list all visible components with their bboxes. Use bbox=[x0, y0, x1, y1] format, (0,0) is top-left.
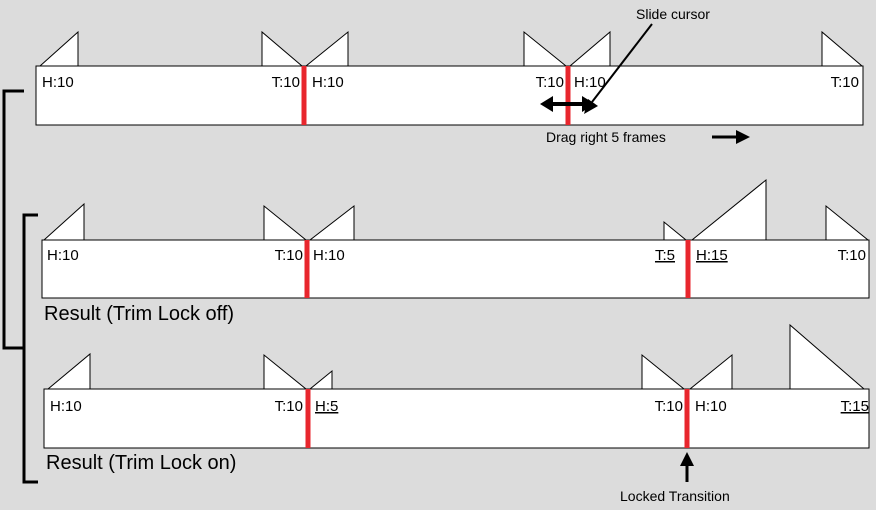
changed-handle-label: H:5 bbox=[315, 398, 338, 415]
head-handle-triangle bbox=[308, 204, 355, 241]
inner-bracket bbox=[22, 213, 38, 484]
handle-label: T:10 bbox=[831, 74, 859, 91]
drag-instruction: Drag right 5 frames bbox=[546, 129, 666, 145]
tail-handle-triangle bbox=[821, 30, 864, 67]
track-trim-lock-on: H:10 T:10 H:5 T:10 H:10 T:15 Result (Tri… bbox=[43, 323, 870, 504]
head-handle-triangle bbox=[688, 353, 733, 390]
handle-label: H:10 bbox=[574, 74, 606, 91]
head-handle-triangle bbox=[304, 30, 349, 67]
clip-bar bbox=[41, 239, 870, 299]
track-trim-lock-off: H:10 T:10 H:10 T:5 H:15 T:10 Result (Tri… bbox=[41, 178, 870, 325]
handle-label: T:10 bbox=[275, 247, 303, 264]
tail-handle-triangle bbox=[523, 30, 568, 67]
handle-label: T:10 bbox=[655, 398, 683, 415]
handle-label: H:10 bbox=[695, 398, 727, 415]
handle-label: H:10 bbox=[313, 247, 345, 264]
arrow-up-icon bbox=[680, 452, 694, 482]
tail-handle-triangle bbox=[263, 204, 308, 241]
handle-label: T:10 bbox=[838, 247, 866, 264]
tail-handle-triangle bbox=[261, 30, 304, 67]
changed-handle-label: T:15 bbox=[841, 398, 869, 415]
changed-handle-label: T:5 bbox=[655, 247, 675, 264]
handle-label: T:10 bbox=[536, 74, 564, 91]
result-caption: Result (Trim Lock off) bbox=[44, 303, 234, 325]
clip-bar bbox=[43, 388, 870, 449]
handle-label: H:10 bbox=[312, 74, 344, 91]
handle-label: T:10 bbox=[275, 398, 303, 415]
head-handle-triangle bbox=[46, 352, 91, 390]
head-handle-triangle bbox=[42, 202, 85, 241]
slide-cursor-label: Slide cursor bbox=[636, 6, 710, 22]
clip-bar bbox=[35, 65, 864, 126]
head-handle-triangle bbox=[38, 30, 79, 67]
tail-handle-triangle bbox=[825, 204, 870, 241]
result-caption: Result (Trim Lock on) bbox=[46, 452, 236, 474]
tail-handle-triangle bbox=[263, 353, 308, 390]
head-handle-triangle bbox=[690, 178, 767, 241]
arrow-right-icon bbox=[712, 130, 750, 144]
head-handle-triangle bbox=[308, 369, 333, 390]
handle-label: H:10 bbox=[47, 247, 79, 264]
slide-cursor-pointer bbox=[591, 23, 653, 103]
head-handle-triangle bbox=[568, 30, 611, 67]
locked-transition-label: Locked Transition bbox=[620, 488, 730, 504]
slide-cursor-icon bbox=[540, 96, 595, 112]
handle-label: H:10 bbox=[50, 398, 82, 415]
handle-label: H:10 bbox=[42, 74, 74, 91]
handle-label: T:10 bbox=[272, 74, 300, 91]
tail-handle-triangle bbox=[789, 323, 866, 390]
track-original: H:10 T:10 H:10 T:10 H:10 T:10 Slide curs… bbox=[35, 6, 864, 145]
tail-handle-triangle bbox=[641, 353, 686, 390]
outer-bracket bbox=[2, 89, 24, 350]
changed-handle-label: H:15 bbox=[696, 247, 728, 264]
tail-handle-triangle bbox=[663, 220, 688, 241]
